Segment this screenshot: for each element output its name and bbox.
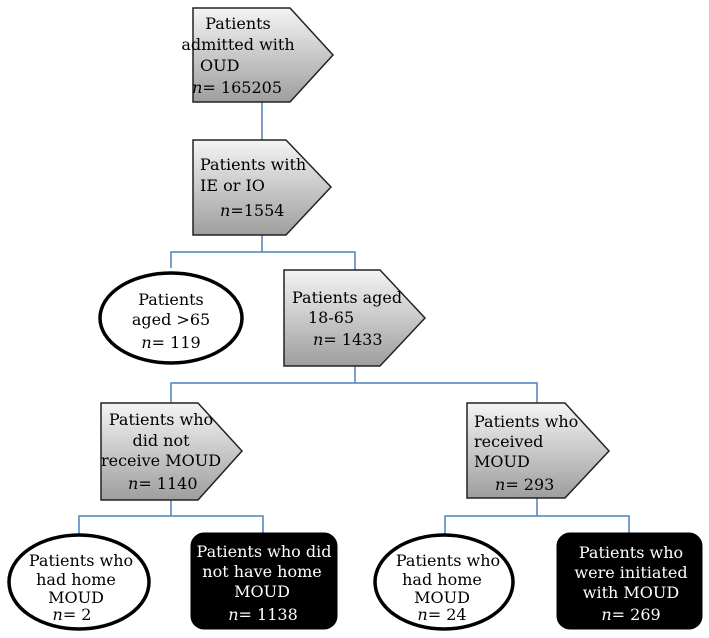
pentagon-shape xyxy=(100,402,244,501)
node-age18-65: Patients aged 18-65 n= 1433 xyxy=(283,269,427,367)
node-label-line: had home xyxy=(402,570,482,589)
node-label-line: Patients who xyxy=(29,551,133,570)
node-label-line: Patients xyxy=(138,290,204,309)
pentagon-shape xyxy=(466,402,611,499)
node-no-moud: Patients who did not receive MOUD n= 114… xyxy=(100,402,244,501)
node-label-line: Patients xyxy=(205,14,271,33)
node-no-moud-nohome: Patients who did not have home MOUD n= 1… xyxy=(190,532,338,630)
node-count: n= 2 xyxy=(53,605,92,624)
node-label-line: MOUD xyxy=(234,582,290,601)
node-label-line: with MOUD xyxy=(583,583,679,602)
node-count: n= 1140 xyxy=(128,474,198,493)
connector-nomoud-branches xyxy=(78,515,264,536)
black-box-shape xyxy=(556,532,703,630)
node-admitted: Patients admitted with OUD n= 165205 xyxy=(181,7,335,103)
pentagon-shape xyxy=(192,139,333,236)
node-label-line: receive MOUD xyxy=(101,451,221,470)
node-label-line: 18-65 xyxy=(308,308,354,327)
black-box-shape xyxy=(190,532,338,630)
node-label-line: not have home xyxy=(202,562,321,581)
node-label-line: did not xyxy=(132,431,190,450)
pentagon-shape xyxy=(283,269,427,367)
node-count: n= 119 xyxy=(141,333,200,352)
node-count: n=1554 xyxy=(220,201,284,220)
node-over65: Patients aged >65 n= 119 xyxy=(98,271,244,365)
node-count: n= 293 xyxy=(495,475,554,494)
connector-moud-branches xyxy=(444,515,630,536)
node-no-moud-home: Patients who had home MOUD n= 2 xyxy=(7,533,151,631)
node-label-line: Patients with xyxy=(200,155,306,174)
node-label-line: Patients who xyxy=(474,412,578,431)
node-label-line: Patients who xyxy=(109,410,213,429)
connector-age-branches xyxy=(170,382,538,403)
node-moud: Patients who received MOUD n= 293 xyxy=(466,402,611,499)
connector-ie-branches xyxy=(170,251,356,270)
node-count: n= 269 xyxy=(601,605,660,624)
node-label-line: Patients who xyxy=(396,551,500,570)
node-label-line: OUD xyxy=(200,56,239,75)
node-count: n= 165205 xyxy=(192,78,282,97)
node-label-line: aged >65 xyxy=(132,310,210,329)
node-label-line: were initiated xyxy=(574,563,687,582)
node-label-line: received xyxy=(474,432,543,451)
node-moud-home: Patients who had home MOUD n= 24 xyxy=(373,533,515,631)
node-count: n= 1433 xyxy=(313,330,383,349)
node-count: n= 24 xyxy=(417,605,466,624)
ellipse-shape xyxy=(373,533,515,631)
node-label-line: Patients who xyxy=(579,543,683,562)
node-moud-initiated: Patients who were initiated with MOUD n=… xyxy=(556,532,703,630)
pentagon-shape xyxy=(192,7,335,103)
node-label-line: MOUD xyxy=(48,588,104,607)
connectors xyxy=(78,102,630,536)
ellipse-shape xyxy=(98,271,244,365)
node-ie-io: Patients with IE or IO n=1554 xyxy=(192,139,333,236)
node-label-line: Patients who did xyxy=(197,542,332,561)
node-label-line: admitted with xyxy=(181,35,294,54)
node-label-line: MOUD xyxy=(414,588,470,607)
node-label-line: IE or IO xyxy=(200,176,265,195)
node-count: n= 1138 xyxy=(228,605,298,624)
node-label-line: MOUD xyxy=(474,452,530,471)
ellipse-shape xyxy=(7,533,151,631)
node-label-line: Patients aged xyxy=(292,288,402,307)
node-label-line: had home xyxy=(36,570,116,589)
